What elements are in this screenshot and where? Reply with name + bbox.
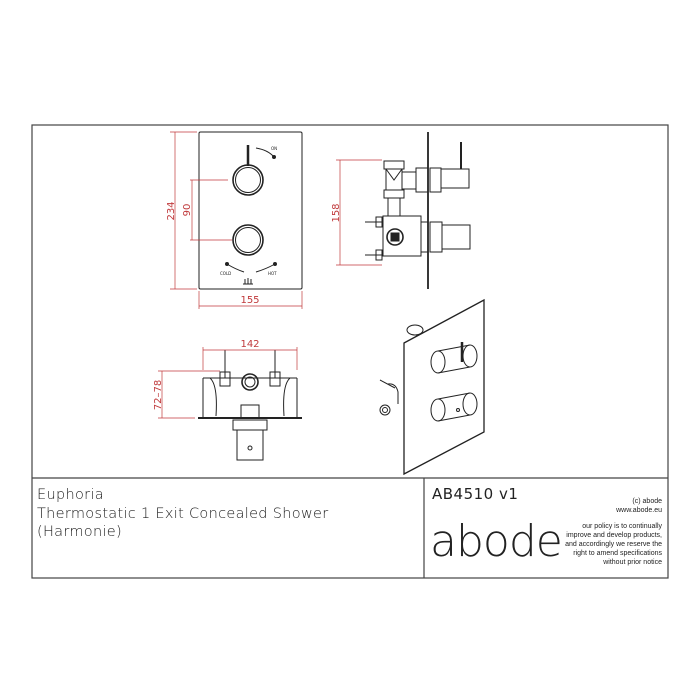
drawing-frame	[31, 124, 669, 579]
dim-plate-width: 155	[240, 295, 259, 306]
cold-label: COLD	[220, 271, 231, 276]
policy-line: improve and develop products,	[566, 532, 662, 539]
policy-line: without prior notice	[603, 559, 662, 566]
policy-line: and accordingly we reserve the	[565, 541, 662, 548]
copyright: (c) abode	[632, 498, 662, 505]
dim-body-width: 142	[240, 339, 259, 350]
front-dimension-lines	[170, 131, 303, 309]
product-name: Thermostatic 1 Exit Concealed Shower	[37, 505, 329, 522]
policy-line: our policy is to continually	[582, 523, 662, 530]
side-dimension-lines	[336, 159, 382, 266]
abode-logo: abode	[430, 516, 563, 567]
bottom-dimension-lines	[158, 347, 298, 419]
bottom-view	[198, 350, 302, 461]
front-view	[198, 131, 303, 290]
dim-handle-spacing: 90	[182, 204, 193, 217]
product-code: AB4510 v1	[432, 485, 519, 503]
product-range: Euphoria	[37, 487, 104, 503]
product-variant: (Harmonie)	[37, 524, 122, 540]
on-label: ON	[271, 146, 277, 151]
brand-notes: (c) abode www.abode.eu our policy is to …	[565, 497, 662, 567]
side-view	[365, 132, 471, 289]
dim-plate-height: 234	[166, 201, 177, 220]
dim-wall-depth: 72–78	[153, 380, 164, 410]
isometric-view	[379, 298, 485, 476]
dim-side-depth: 158	[331, 203, 342, 222]
hot-label: HOT	[268, 271, 277, 276]
product-title-block: Euphoria Thermostatic 1 Exit Concealed S…	[37, 486, 329, 542]
policy-line: right to amend specifications	[573, 550, 662, 557]
website: www.abode.eu	[616, 507, 662, 514]
